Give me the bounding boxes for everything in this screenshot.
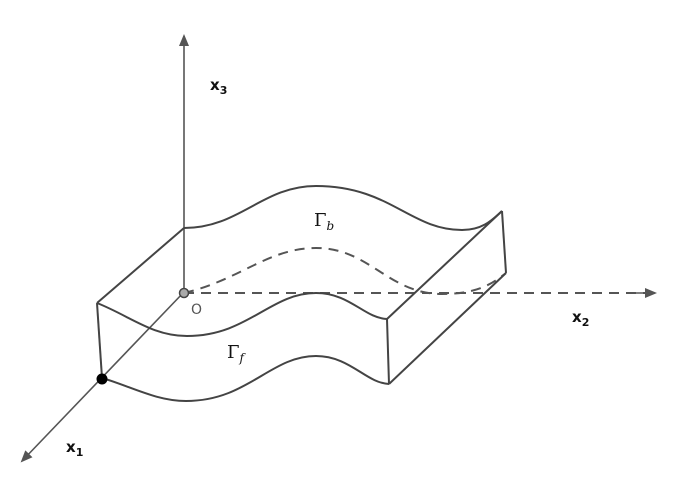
origin-label: O: [191, 302, 203, 318]
hidden-back-bottom-edge: [183, 246, 507, 296]
back-right-edge: [501, 210, 507, 274]
x3-axis-label: x3: [210, 76, 228, 97]
x2-axis-label: x2: [572, 308, 590, 329]
x1-axis-label: x1: [66, 438, 84, 459]
top-front-wavy-edge: [96, 291, 388, 338]
gamma-b-label: Γb: [314, 210, 335, 233]
gamma-f-label: Γf: [227, 342, 244, 365]
origin-point: [178, 287, 190, 299]
front-left-edge: [96, 302, 103, 379]
corner-point: [96, 373, 108, 385]
front-bottom-wavy-edge: [101, 354, 390, 403]
top-left-edge: [96, 227, 185, 304]
top-right-edge: [386, 210, 503, 320]
top-back-wavy-edge: [183, 184, 503, 232]
bottom-right-edge: [388, 272, 507, 385]
front-right-edge: [386, 318, 390, 385]
